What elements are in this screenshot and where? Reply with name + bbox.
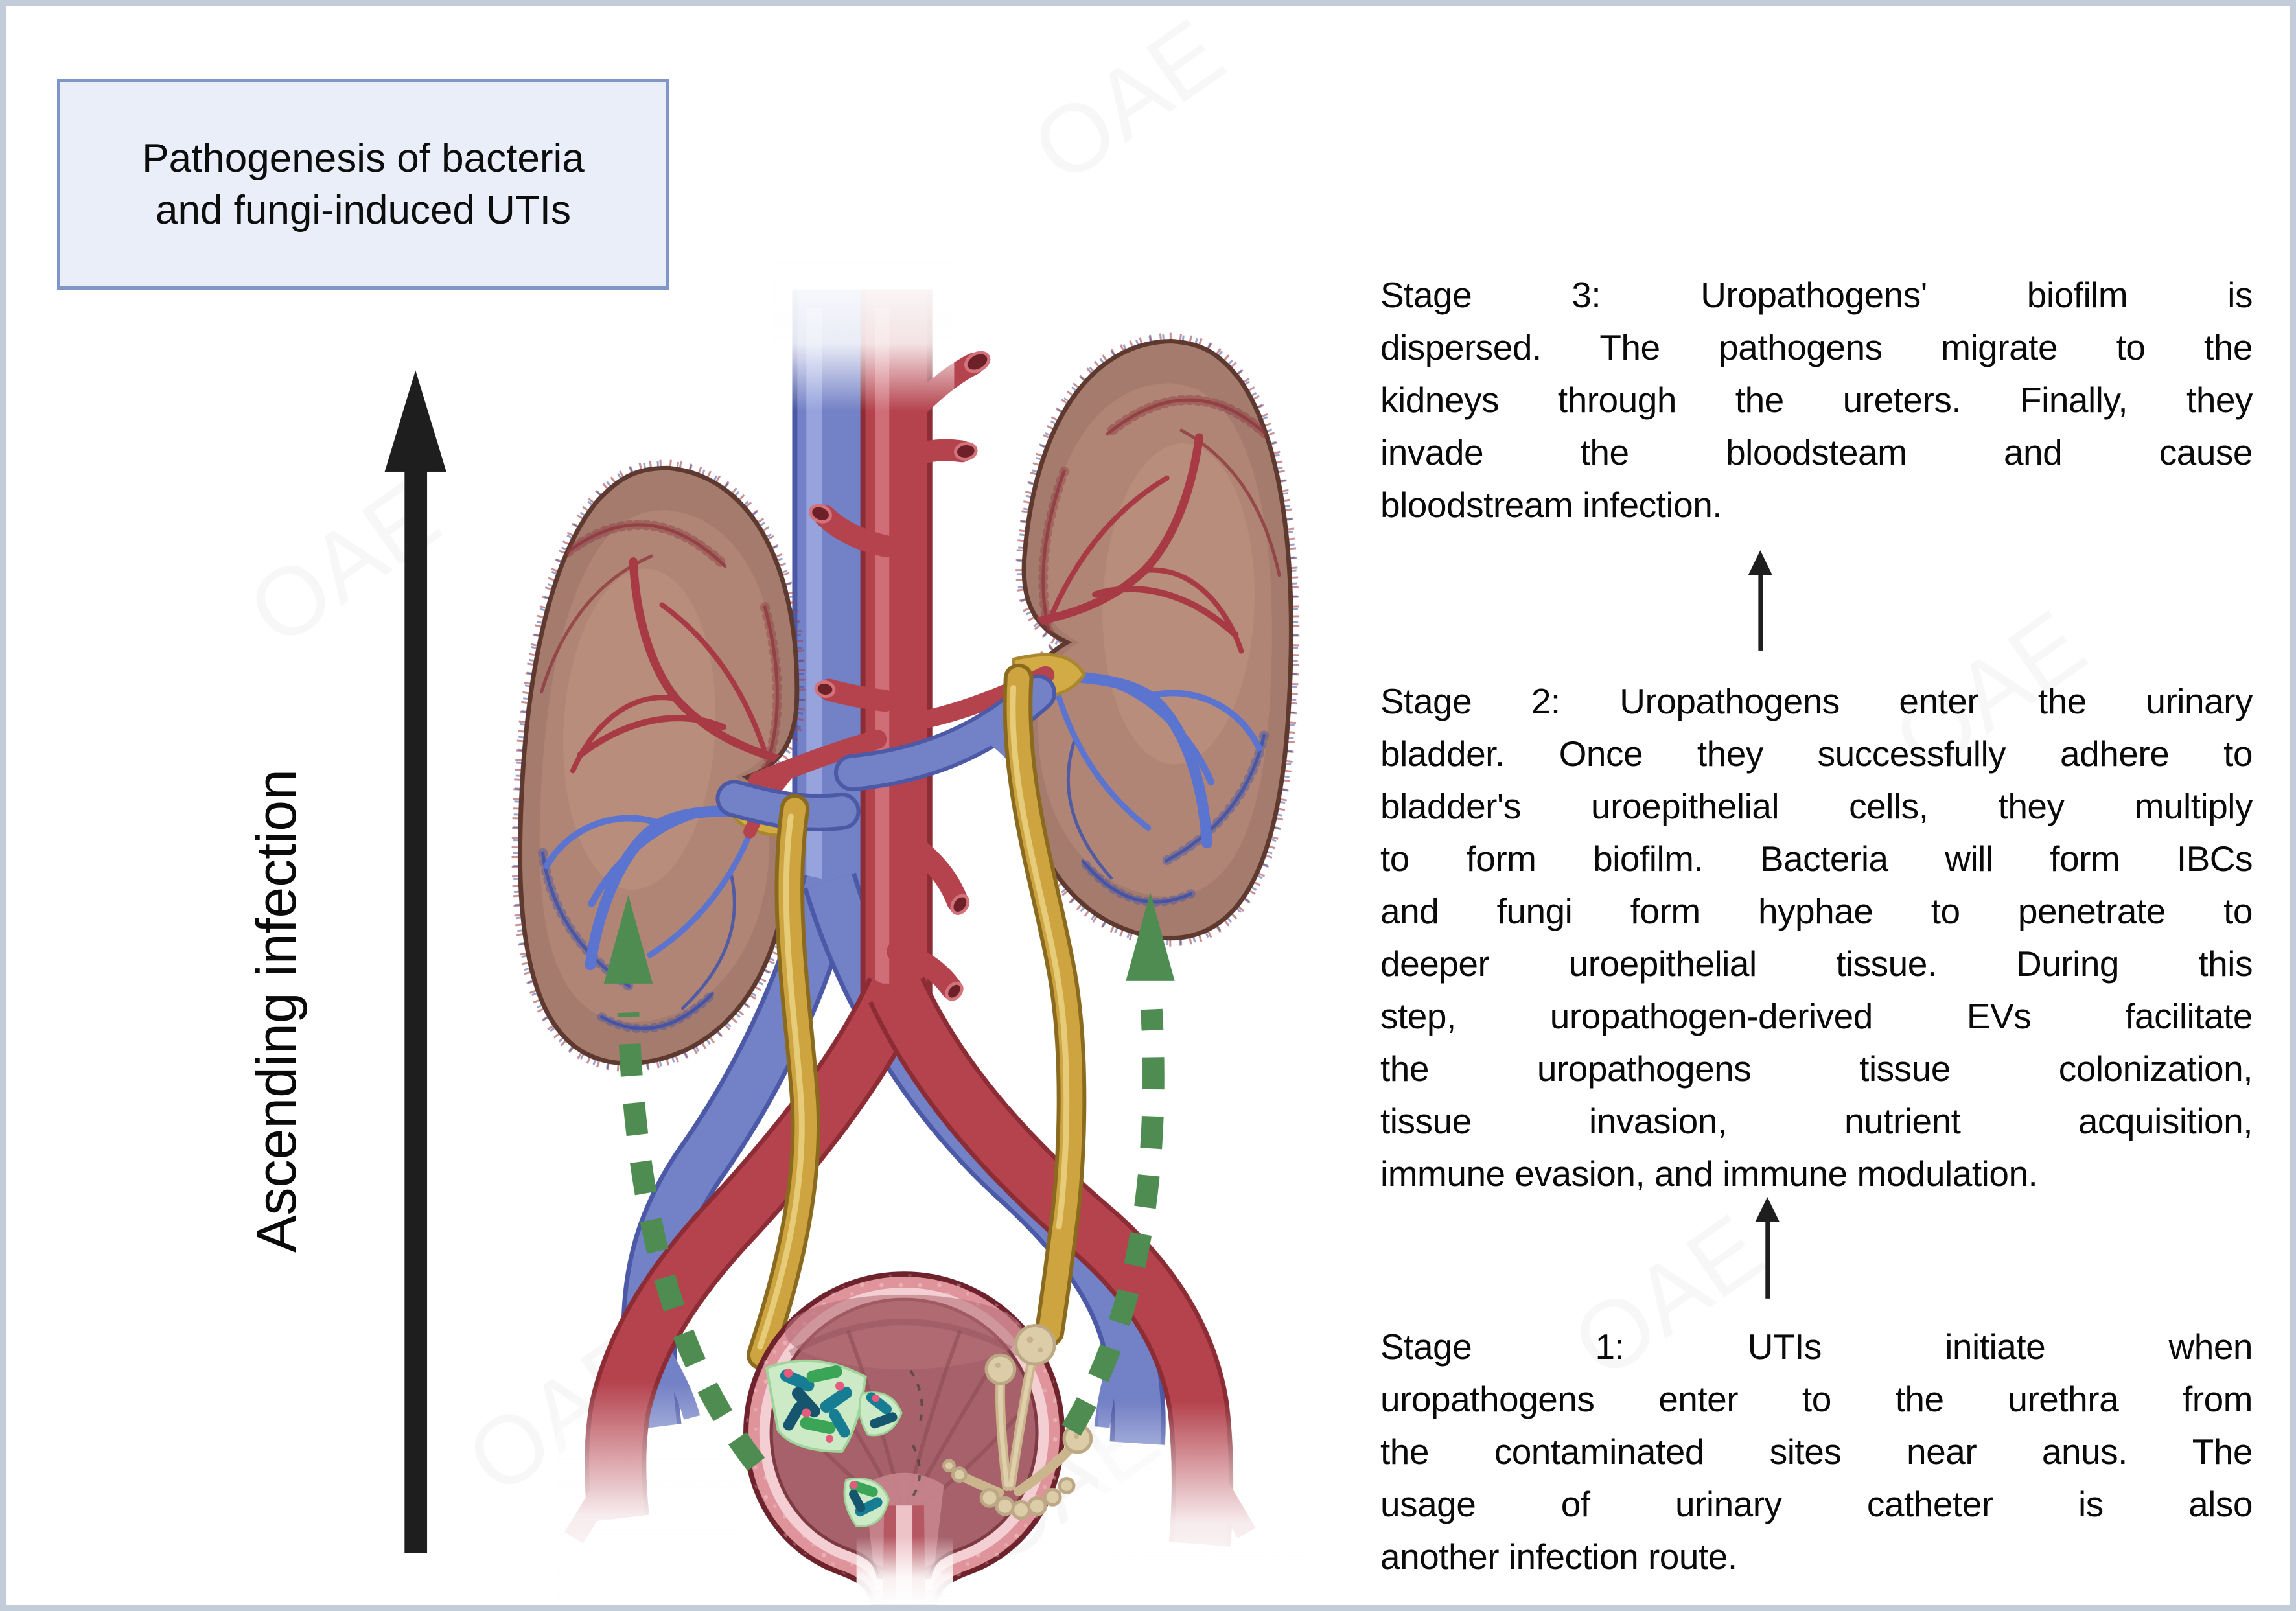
urethra-fade [856, 1536, 953, 1605]
green-dashed-route-arrows [617, 1008, 1165, 1472]
anatomy-illustration: OAE OAE OAE OAE OAE OAE OAE [384, 6, 1780, 1605]
stage-3-line: invade the bloodsteam and cause [1380, 432, 2253, 472]
vessel-top-fade [771, 260, 955, 411]
stage-3-line: bloodstream infection. [1380, 485, 1722, 525]
stage-flow-arrows [1748, 550, 1780, 1299]
stage-2-line: step, uropathogen-derived EVs facilitate [1380, 996, 2253, 1036]
stage-2-line: and fungi form hyphae to penetrate to [1380, 891, 2253, 931]
right-ureter-illustration [1003, 663, 1087, 1347]
stage-2-line: the uropathogens tissue colonization, [1380, 1049, 2253, 1089]
left-vessel-fade [557, 1382, 743, 1605]
stage-2-line: immune evasion, and immune modulation. [1380, 1153, 2038, 1194]
stage-3-text: Stage 3: Uropathogens' biofilm is disper… [1380, 269, 2253, 531]
stage-2-line: bladder's uroepithelial cells, they mult… [1380, 786, 2253, 826]
stage-1-line: another infection route. [1380, 1536, 1737, 1577]
stage-2-line: deeper uroepithelial tissue. During this [1380, 944, 2253, 984]
stage-2-line: bladder. Once they successfully adhere t… [1380, 734, 2253, 774]
stage-2-line: to form biofilm. Bacteria will form IBCs [1380, 839, 2253, 879]
svg-text:OAE: OAE [1014, 6, 1242, 203]
bacteria-biofilm-illustration [765, 1359, 923, 1527]
title-box: Pathogenesis of bacteria and fungi-induc… [57, 79, 669, 290]
stage-1-line: usage of urinary catheter is also [1380, 1484, 2253, 1524]
stage-3-line: kidneys through the ureters. Finally, th… [1380, 380, 2253, 420]
stage-1-line: Stage 1: UTIs initiate when [1380, 1327, 2253, 1367]
ascending-infection-label: Ascending infection [246, 769, 308, 1253]
stage-1-line: the contaminated sites near anus. The [1380, 1431, 2253, 1472]
ascending-infection-arrow [384, 370, 446, 1553]
stage-3-line: dispersed. The pathogens migrate to the [1380, 327, 2253, 367]
urinary-bladder-illustration [743, 1271, 1093, 1605]
stage-2-line: Stage 2: Uropathogens enter the urinary [1380, 681, 2253, 721]
fungal-hyphae-illustration [942, 1324, 1093, 1520]
right-vessel-fade [1098, 1401, 1310, 1605]
stage-2-line: tissue invasion, nutrient acquisition, [1380, 1101, 2253, 1141]
stage-1-line: uropathogens enter to the urethra from [1380, 1379, 2253, 1419]
stage-2-text: Stage 2: Uropathogens enter the urinary … [1380, 675, 2253, 1200]
title-text: Pathogenesis of bacteria and fungi-induc… [142, 135, 585, 233]
left-ureter-illustration [747, 794, 821, 1370]
stage-3-line: Stage 3: Uropathogens' biofilm is [1380, 275, 2253, 315]
stage-1-text: Stage 1: UTIs initiate when uropathogens… [1380, 1321, 2253, 1583]
green-arrowhead-left [603, 894, 653, 984]
green-arrowhead-right [1126, 892, 1175, 981]
